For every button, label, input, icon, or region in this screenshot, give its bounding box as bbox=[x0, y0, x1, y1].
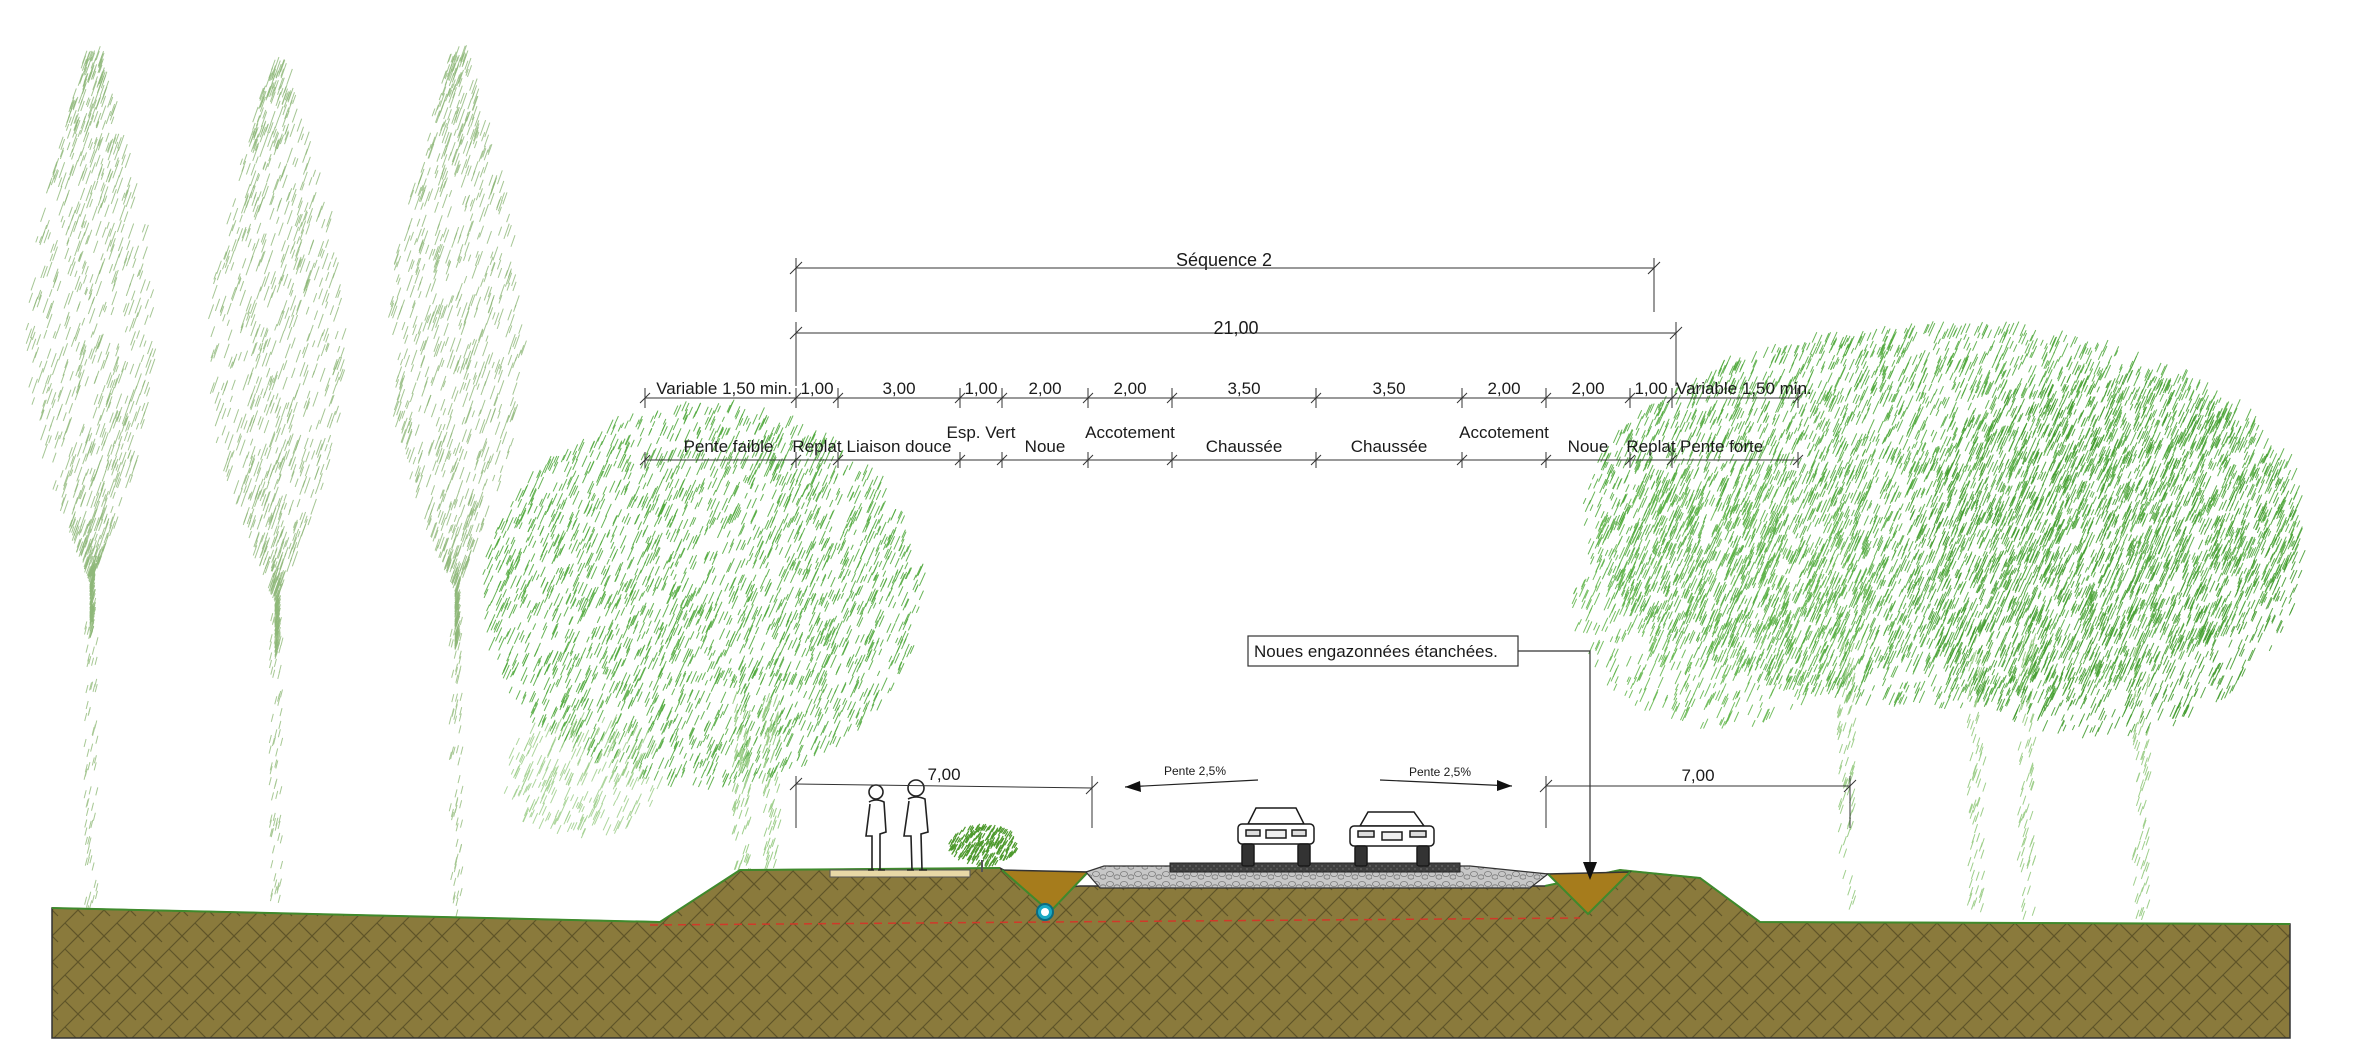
drain-pipe-icon bbox=[1036, 903, 1054, 921]
slope-indicator-right: Pente 2,5% bbox=[1379, 765, 1513, 791]
dimension-bottom-left-value: 7,00 bbox=[927, 765, 960, 784]
zone-label: Noue bbox=[1025, 437, 1066, 456]
zone-label: Pente faible bbox=[684, 437, 774, 456]
zone-label: Liaison douce bbox=[847, 437, 952, 456]
dimension-bottom-right-value: 7,00 bbox=[1681, 766, 1714, 785]
zone-label: Noue bbox=[1568, 437, 1609, 456]
dimension-value: Variable 1,50 min. bbox=[656, 379, 792, 398]
zone-label: Pente forte bbox=[1680, 437, 1763, 456]
dimension-bottom-right: 7,00 bbox=[1539, 766, 1857, 828]
dimension-value: 2,00 bbox=[1571, 379, 1604, 398]
ground bbox=[51, 867, 2291, 1039]
dimension-value: 2,00 bbox=[1487, 379, 1520, 398]
sequence-dimension: Séquence 2 bbox=[789, 250, 1661, 312]
slope-indicator-left: Pente 2,5% bbox=[1124, 764, 1259, 792]
tree-icon bbox=[1900, 369, 2306, 739]
dimension-value: 2,00 bbox=[1028, 379, 1061, 398]
poplar-icon bbox=[25, 46, 157, 914]
slope-label-left: Pente 2,5% bbox=[1164, 764, 1226, 778]
vegetation-layer bbox=[25, 45, 2306, 921]
road-structure bbox=[829, 862, 1550, 889]
pedestrian-icon bbox=[865, 779, 929, 871]
shrub-icon bbox=[948, 823, 1019, 872]
tree-icon bbox=[503, 712, 664, 839]
tree-icon bbox=[1571, 464, 1875, 730]
soil-body bbox=[51, 867, 2291, 1039]
dimension-value: 2,00 bbox=[1113, 379, 1146, 398]
dimension-bottom-left: 7,00 bbox=[789, 765, 1099, 828]
asphalt-carriageway bbox=[1169, 862, 1461, 873]
soft-path-surface bbox=[829, 869, 971, 878]
dimension-value: 3,50 bbox=[1227, 379, 1260, 398]
total-width-dimension: 21,00 bbox=[789, 318, 1683, 386]
zone-label: Replat bbox=[792, 437, 841, 456]
poplar-icon bbox=[208, 56, 347, 903]
dimension-value: 3,00 bbox=[882, 379, 915, 398]
callout-text: Noues engazonnées étanchées. bbox=[1254, 642, 1498, 661]
dimension-chain: Variable 1,50 min. 1,00 3,00 1,00 2,00 2,00 3,… bbox=[639, 379, 1812, 408]
slope-label-right: Pente 2,5% bbox=[1409, 765, 1471, 779]
zone-label: Chaussée bbox=[1351, 437, 1428, 456]
zone-label: Esp. Vert bbox=[947, 423, 1016, 442]
sequence-title: Séquence 2 bbox=[1176, 250, 1272, 270]
total-width-value: 21,00 bbox=[1213, 318, 1258, 338]
poplar-icon bbox=[388, 45, 527, 918]
dimension-value: 1,00 bbox=[964, 379, 997, 398]
formation-line bbox=[649, 917, 1581, 926]
dimension-value: 1,00 bbox=[1634, 379, 1667, 398]
zone-label: Chaussée bbox=[1206, 437, 1283, 456]
dimension-value: Variable 1,50 min. bbox=[1676, 379, 1812, 398]
zone-label: Accotement bbox=[1085, 423, 1175, 442]
zone-label: Accotement bbox=[1459, 423, 1549, 442]
dimension-value: 1,00 bbox=[800, 379, 833, 398]
zone-label: Replat bbox=[1626, 437, 1675, 456]
tree-icon bbox=[482, 399, 926, 881]
car-icon bbox=[1237, 807, 1435, 867]
callout: Noues engazonnées étanchées. bbox=[1247, 635, 1597, 880]
dimension-value: 3,50 bbox=[1372, 379, 1405, 398]
